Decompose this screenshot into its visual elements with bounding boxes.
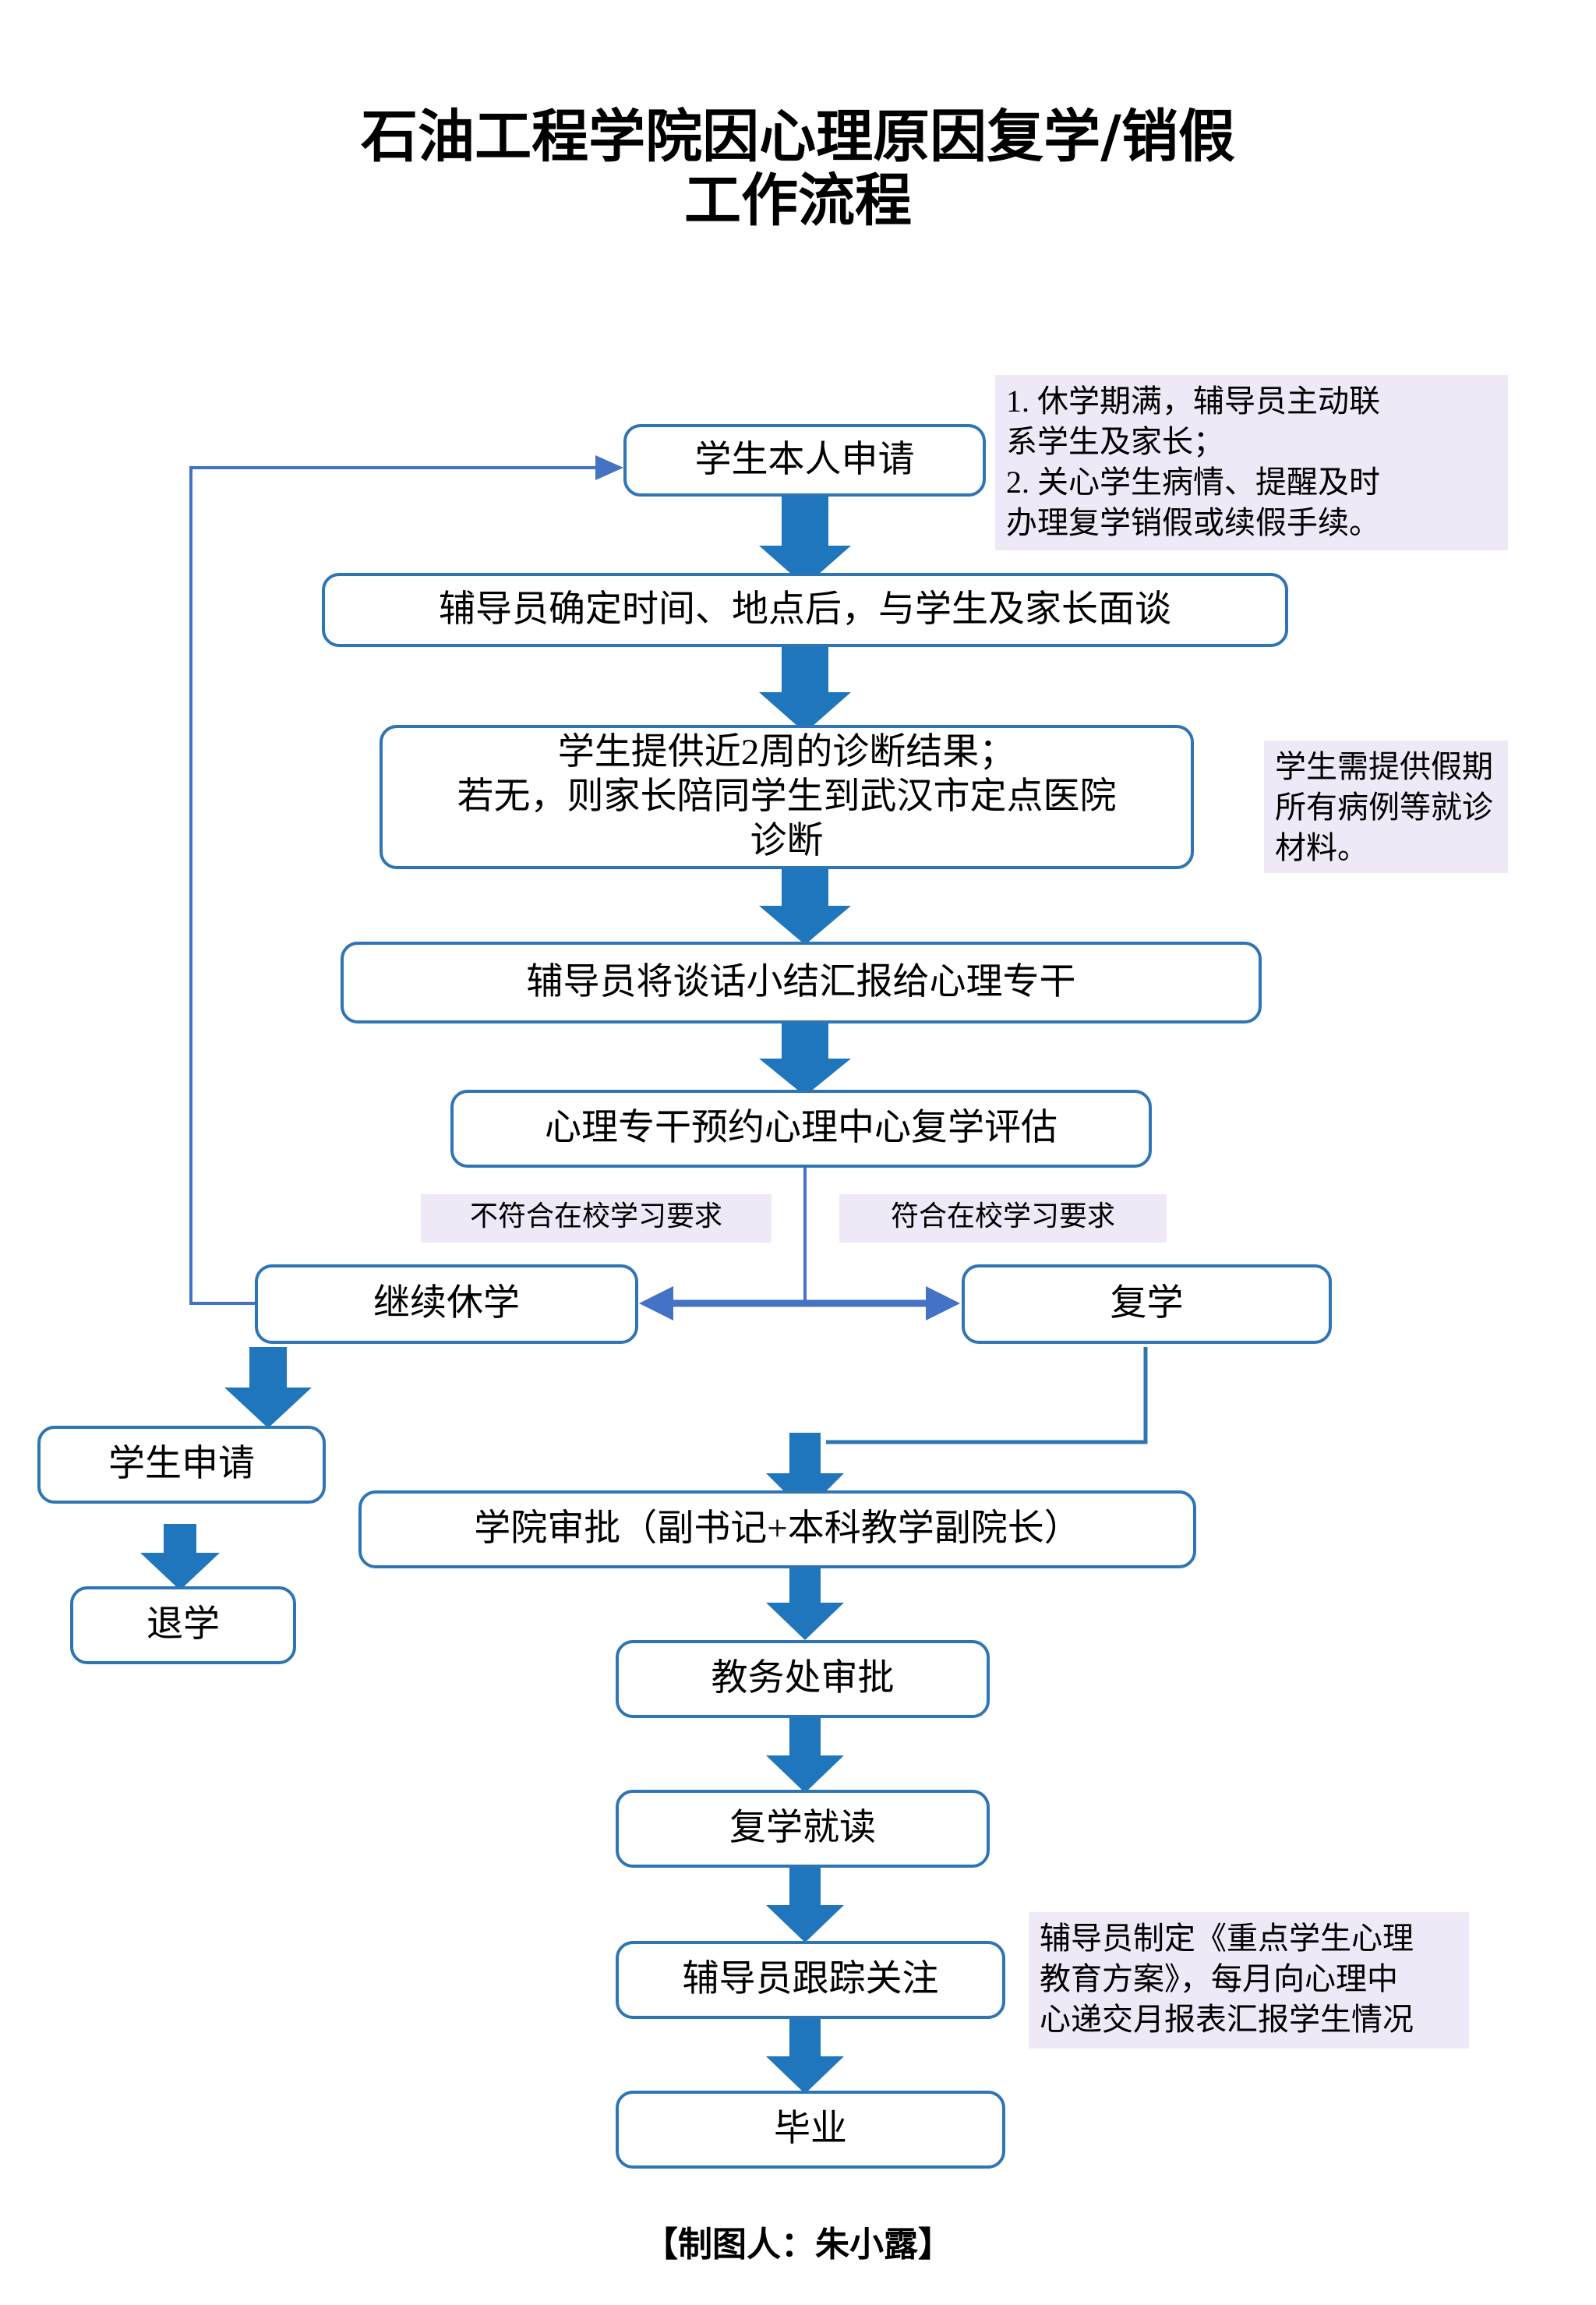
node-student-request-withdraw[interactable]: 学生申请 <box>37 1426 326 1504</box>
arrow-resume-attendance-to-followup <box>766 1868 844 1943</box>
arrow-request-to-withdraw <box>140 1524 220 1590</box>
arrow-report-to-appointment <box>759 1023 851 1096</box>
edge-label-not-qualified: 不符合在校学习要求 <box>421 1194 772 1243</box>
node-graduation[interactable]: 毕业 <box>616 2091 1005 2169</box>
note-top: 1. 休学期满，辅导员主动联 系学生及家长； 2. 关心学生病情、提醒及时 办理… <box>995 375 1508 550</box>
arrow-continue-leave-to-request <box>224 1347 312 1428</box>
node-academic-affairs-approval[interactable]: 教务处审批 <box>616 1640 990 1718</box>
node-counselor-interview[interactable]: 辅导员确定时间、地点后，与学生及家长面谈 <box>322 573 1288 647</box>
connector-assessment-split <box>639 1168 960 1320</box>
node-appointment-assessment[interactable]: 心理专干预约心理中心复学评估 <box>450 1090 1152 1168</box>
arrow-followup-to-graduation <box>766 2019 844 2094</box>
arrow-application-to-interview <box>759 496 851 586</box>
footer-credit: 【制图人：朱小露】 <box>644 2225 952 2264</box>
arrow-interview-to-diagnosis <box>759 647 851 733</box>
connector-feedback-loop <box>189 455 623 1305</box>
node-counselor-followup[interactable]: 辅导员跟踪关注 <box>616 1941 1005 2019</box>
node-diagnosis[interactable]: 学生提供近2周的诊断结果； 若无，则家长陪同学生到武汉市定点医院 诊断 <box>380 725 1194 869</box>
arrow-diagnosis-to-report <box>759 867 851 945</box>
node-report-summary[interactable]: 辅导员将谈话小结汇报给心理专干 <box>341 942 1262 1023</box>
node-student-application[interactable]: 学生本人申请 <box>623 424 986 497</box>
node-continue-leave[interactable]: 继续休学 <box>255 1264 638 1344</box>
page-title: 石油工程学院因心理原因复学/销假 工作流程 <box>361 104 1235 234</box>
node-withdraw[interactable]: 退学 <box>70 1586 296 1664</box>
connector-resume-to-college-approval <box>766 1347 1148 1512</box>
arrow-academic-to-resume-attendance <box>766 1718 844 1793</box>
edge-label-qualified: 符合在校学习要求 <box>839 1194 1167 1243</box>
node-resume-attendance[interactable]: 复学就读 <box>616 1790 990 1868</box>
note-bottom: 辅导员制定《重点学生心理 教育方案》，每月向心理中 心递交月报表汇报学生情况 <box>1029 1912 1469 2049</box>
node-resume-study[interactable]: 复学 <box>962 1264 1332 1344</box>
note-middle: 学生需提供假期 所有病例等就诊 材料。 <box>1264 741 1508 873</box>
arrow-college-to-academic <box>766 1568 844 1640</box>
node-college-approval[interactable]: 学院审批（副书记+本科教学副院长） <box>358 1490 1196 1568</box>
